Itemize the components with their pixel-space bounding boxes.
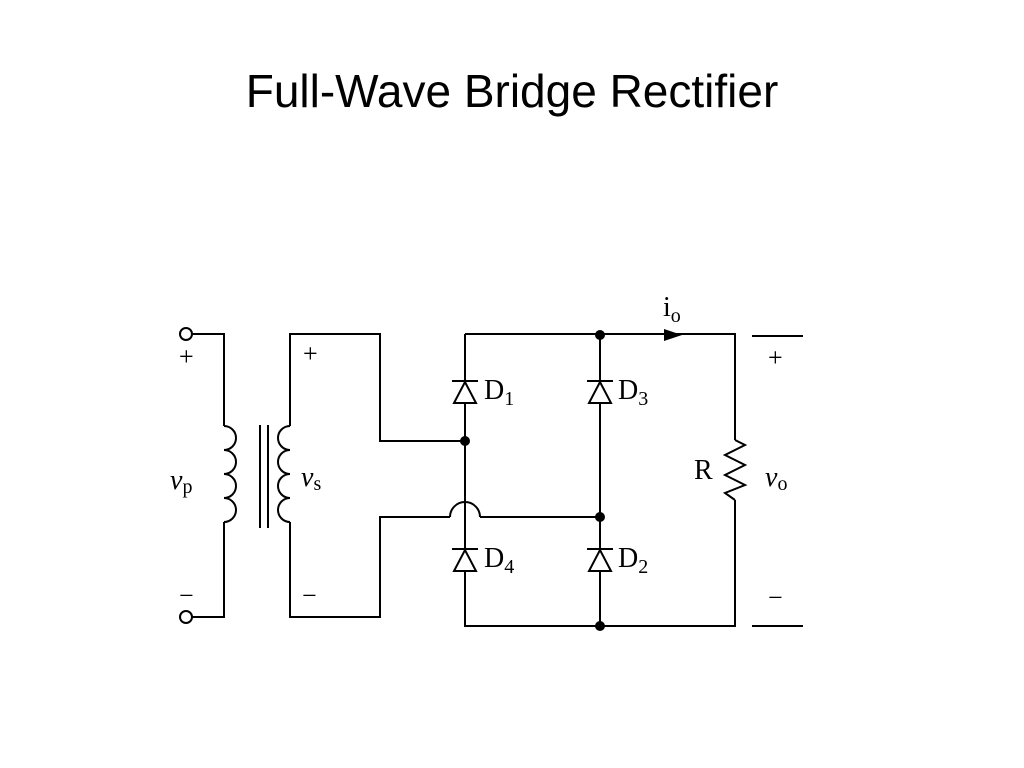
secondary-plus-label: + (303, 339, 318, 368)
diode-d1 (452, 379, 478, 404)
primary-plus-label: + (179, 342, 194, 371)
junction-dot (460, 436, 470, 446)
resistor (722, 439, 748, 501)
output-current-label: io (663, 292, 681, 327)
secondary-voltage-label: vs (301, 462, 321, 495)
output-plus-label: + (768, 343, 783, 372)
output-minus-label: − (768, 583, 783, 612)
transformer-core (259, 425, 269, 528)
primary-voltage-label: vp (170, 465, 192, 498)
diode-d4-label: D4 (484, 543, 514, 578)
junction-dot (595, 621, 605, 631)
primary-terminal-bottom (179, 610, 193, 624)
diode-d4 (452, 547, 478, 572)
diode-d2-label: D2 (618, 543, 648, 578)
slide-title: Full-Wave Bridge Rectifier (245, 65, 779, 117)
output-voltage-label: vo (765, 462, 787, 495)
junction-dot (595, 512, 605, 522)
secondary-winding (277, 333, 600, 618)
primary-minus-label: − (179, 581, 194, 610)
primary-winding (179, 327, 237, 624)
current-arrow-icon (664, 329, 682, 341)
secondary-minus-label: − (302, 581, 317, 610)
diode-d1-label: D1 (484, 375, 514, 410)
diode-d3-label: D3 (618, 375, 648, 410)
junction-dot (595, 330, 605, 340)
resistor-label: R (694, 455, 713, 486)
diode-d3 (587, 379, 613, 404)
primary-terminal-top (179, 327, 193, 341)
diode-d2 (587, 547, 613, 572)
